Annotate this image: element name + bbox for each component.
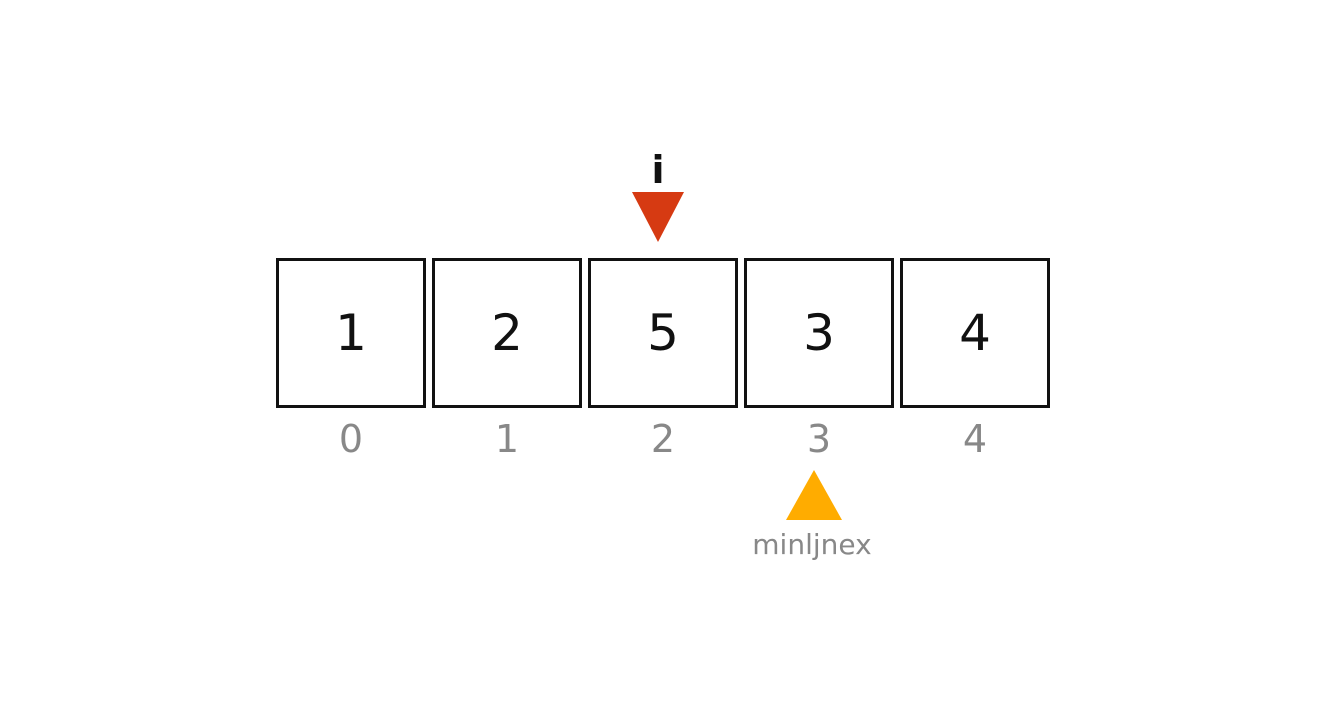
index-label-1: 1 <box>494 417 520 461</box>
index-label-0: 0 <box>338 417 364 461</box>
min-index-label: minljnex <box>752 528 872 561</box>
array-cell-1: 2 <box>432 258 582 408</box>
min-index-arrow-icon <box>786 470 842 520</box>
index-label-2: 2 <box>650 417 676 461</box>
array-cell-3: 3 <box>744 258 894 408</box>
array-row: 1 2 5 3 4 <box>276 258 1050 408</box>
pointer-i-arrow-icon <box>632 192 684 242</box>
array-cell-4: 4 <box>900 258 1050 408</box>
array-cell-2: 5 <box>588 258 738 408</box>
index-label-4: 4 <box>962 417 988 461</box>
index-label-3: 3 <box>806 417 832 461</box>
array-cell-0: 1 <box>276 258 426 408</box>
index-row: 0 1 2 3 4 <box>276 416 1050 462</box>
pointer-i-label: i <box>651 148 665 192</box>
